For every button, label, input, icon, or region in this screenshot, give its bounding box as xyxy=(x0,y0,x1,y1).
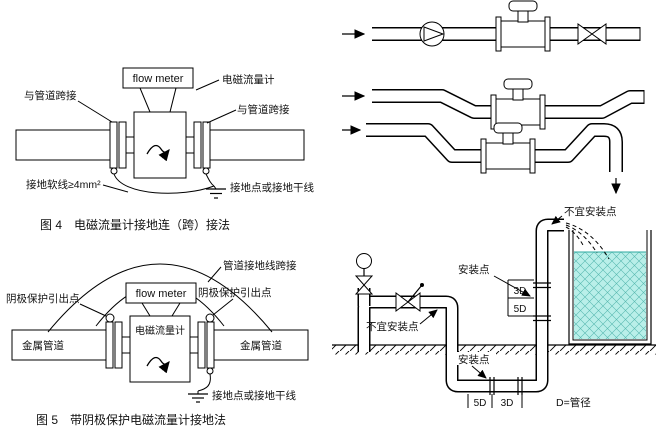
label-bg xyxy=(454,352,496,365)
faucet-valve-bottom xyxy=(354,284,374,295)
wire-loop-right xyxy=(206,367,214,375)
pump-triangle xyxy=(423,26,445,42)
label-metal-pipe-right: 金属管道 xyxy=(240,339,282,352)
gate-valve-left-wedge xyxy=(395,292,409,312)
label-cathodic-right: 阴极保护引出点 xyxy=(198,286,272,299)
figure5: 电磁流量计 flow meter 管道接地线跨接 阴极保护引出点 阴极保护引出点… xyxy=(6,259,309,427)
label-box-connector xyxy=(169,87,177,113)
flowmeter-label-box xyxy=(122,67,194,89)
flange-right-outer xyxy=(206,321,215,369)
water-stream xyxy=(565,224,598,254)
flowmeter-body xyxy=(129,315,191,383)
bridge-arc-outer xyxy=(47,263,273,333)
cathodic-loop-left xyxy=(105,313,115,323)
figure4: flow meter 与管道跨接 与管道跨接 电磁流量计 接地软线≥4mm² 接… xyxy=(15,67,314,232)
ground-hatch xyxy=(332,345,656,355)
label-pipe-ground-bridge: 管道接地线跨接 xyxy=(223,259,297,272)
pipe-left xyxy=(11,329,107,361)
leader-pipe-ground-bridge xyxy=(207,266,222,283)
gate-valve-lever xyxy=(407,284,423,303)
orientation-diagrams xyxy=(342,0,644,195)
leader-bridge-right xyxy=(206,109,237,124)
flange-right-inner xyxy=(193,121,202,169)
label-3d-right: 3D xyxy=(514,286,527,297)
label-3d-bottom: 3D xyxy=(501,398,514,409)
valve-wedge-left xyxy=(577,23,593,45)
label-ground-point: 接地点或接地干线 xyxy=(230,181,314,194)
gate-valve-right-wedge xyxy=(407,292,421,312)
tank-inner-wall xyxy=(572,230,648,341)
label-5d-right: 5D xyxy=(514,304,527,315)
ground-wire xyxy=(197,373,211,392)
leader-cathodic-right xyxy=(212,298,234,316)
wire-loop-left xyxy=(110,167,118,175)
meter-neck-left xyxy=(121,336,131,354)
flowmeter-label: flow meter xyxy=(133,73,184,85)
figure4-caption: 图 4 电磁流量计接地连（跨）接法 xyxy=(40,217,230,232)
flowmeter-label: flow meter xyxy=(136,288,187,300)
leader-cathodic-left xyxy=(79,303,107,317)
tank-outer-wall xyxy=(568,230,652,345)
leader-bridge-left xyxy=(77,100,113,123)
label-em-flowmeter: 电磁流量计 xyxy=(135,324,185,337)
valve-wedge-right xyxy=(591,23,607,45)
ground-wire-right xyxy=(205,173,215,187)
label-box-connector xyxy=(171,302,181,317)
flowmeter-row1 xyxy=(495,0,551,52)
pipe-right xyxy=(209,129,305,161)
leader-install-point-right xyxy=(493,275,531,297)
flange-right-inner xyxy=(197,321,206,369)
leader-not-suitable-left xyxy=(419,309,438,325)
faucet-handwheel xyxy=(356,253,372,269)
faucet-valve-top xyxy=(354,275,374,286)
label-box-connector xyxy=(139,87,151,113)
label-not-suitable-left: 不宜安装点 xyxy=(366,320,419,333)
flowmeter-row3 xyxy=(480,122,536,174)
flange-right-outer xyxy=(202,121,211,169)
figure5-caption: 图 5 带阴极保护电磁流量计接地法 xyxy=(36,412,226,427)
gate-valve-knob xyxy=(420,283,424,287)
label-install-point-right: 安装点 xyxy=(458,263,490,276)
label-em-flowmeter: 电磁流量计 xyxy=(222,73,275,86)
flowmeter-label-box xyxy=(125,282,197,304)
pipe-left xyxy=(15,129,111,161)
label-bridge-right: 与管道跨接 xyxy=(237,103,290,116)
label-metal-pipe-left: 金属管道 xyxy=(22,339,64,352)
leader-em-flowmeter xyxy=(195,79,220,91)
leader-ground-wire xyxy=(102,184,129,193)
label-install-point-bottom: 安装点 xyxy=(458,353,490,366)
flowmeter-body xyxy=(133,111,187,179)
leader-install-point-bottom xyxy=(471,365,487,379)
flange-left-inner xyxy=(118,121,127,169)
meter-neck-right xyxy=(189,336,199,354)
pipe-right xyxy=(213,329,309,361)
flowmeter-row2 xyxy=(490,78,546,130)
leader-not-suitable-top xyxy=(551,215,563,225)
label-not-suitable-top: 不宜安装点 xyxy=(564,205,617,218)
label-d-note: D=管径 xyxy=(556,396,591,409)
water-stream xyxy=(565,226,585,248)
installation-diagram: 5D 3D 3D 5D 不宜安装点 安装点 不宜安装点 安装点 D=管径 xyxy=(332,205,656,409)
label-box-connector xyxy=(141,302,151,317)
wire-loop-right xyxy=(202,167,210,175)
label-ground-wire: 接地软线≥4mm² xyxy=(26,178,101,191)
ground-wire-left xyxy=(113,173,215,194)
label-ground-point: 接地点或接地干线 xyxy=(212,389,296,402)
water-stream xyxy=(565,222,610,260)
label-cathodic-left: 阴极保护引出点 xyxy=(6,292,80,305)
tank-water-hatch xyxy=(574,252,646,339)
flange-left-outer xyxy=(105,321,114,369)
meter-neck-right xyxy=(185,136,195,154)
label-bridge-left: 与管道跨接 xyxy=(24,89,77,102)
flange-left-outer xyxy=(109,121,118,169)
cathodic-loop-right xyxy=(205,313,215,323)
label-5d-bottom: 5D xyxy=(474,398,487,409)
meter-neck-left xyxy=(125,136,135,154)
flange-left-inner xyxy=(114,321,123,369)
